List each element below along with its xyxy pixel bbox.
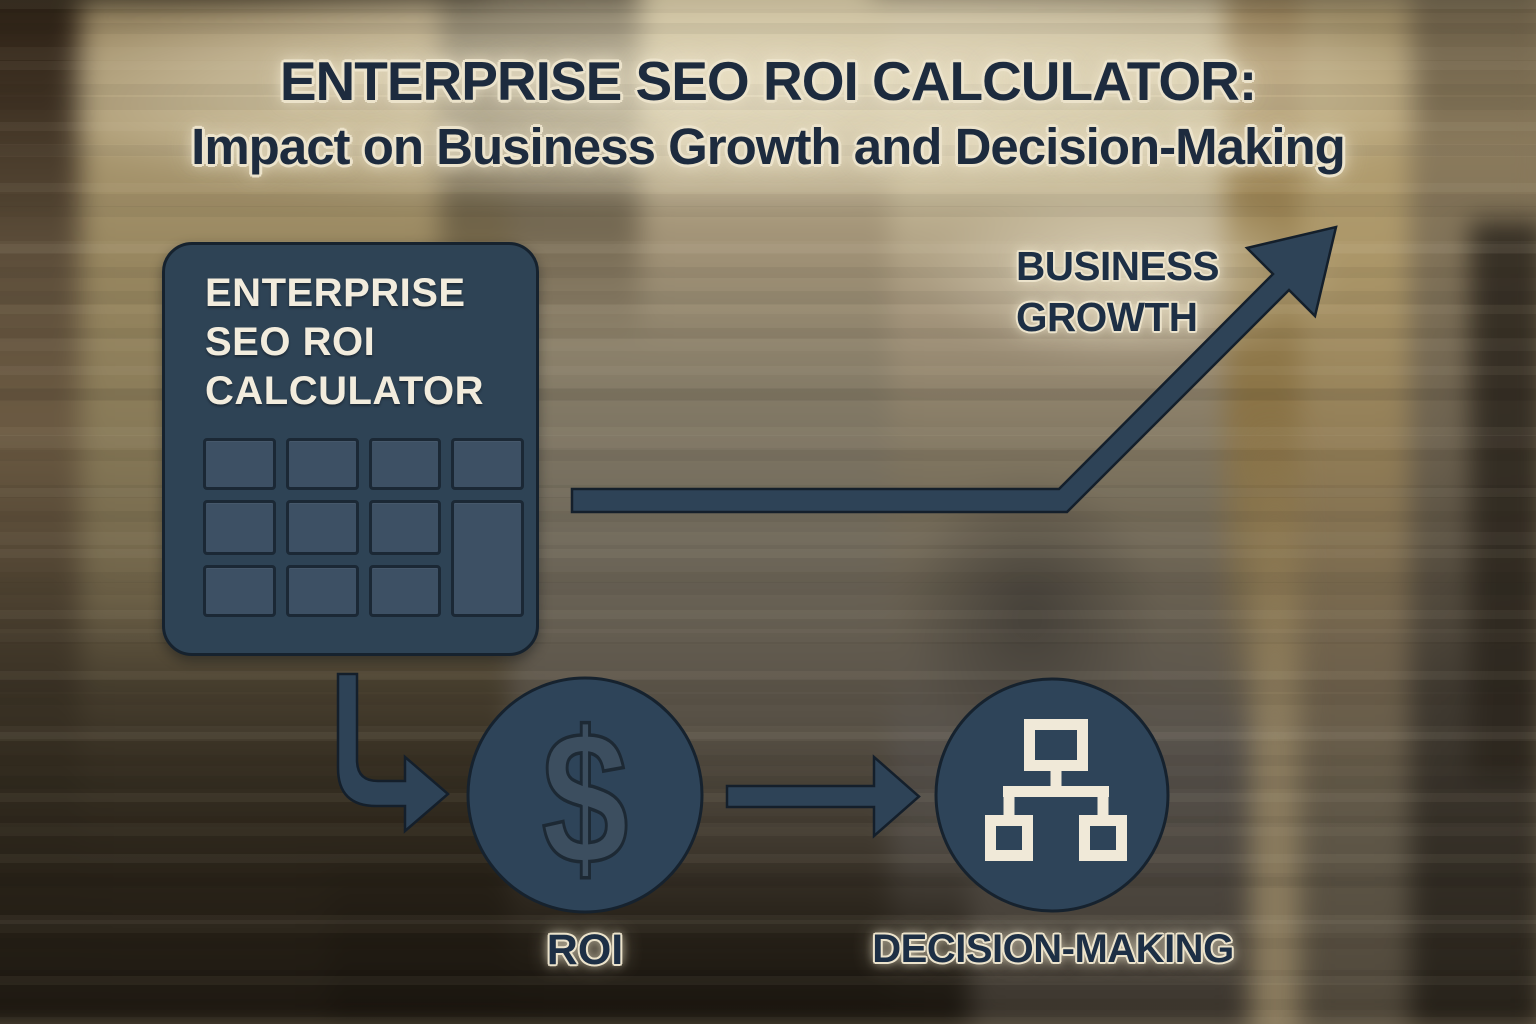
- org-chart-icon: [985, 719, 1127, 861]
- business-growth-line: BUSINESS: [1016, 243, 1220, 289]
- calculator-title: ENTERPRISE SEO ROI CALCULATOR: [205, 269, 484, 416]
- bg-glow: [920, 185, 1340, 365]
- calculator-key: [285, 564, 359, 617]
- bg-band: [1470, 220, 1536, 780]
- calculator-key: [203, 500, 276, 555]
- decision-making-label: DECISION-MAKING: [872, 927, 1234, 971]
- dollar-sign-icon: $: [542, 692, 629, 904]
- bg-glow: [70, 0, 1420, 205]
- business-growth-line: GROWTH: [1016, 294, 1198, 340]
- page-title: ENTERPRISE SEO ROI CALCULATOR:: [279, 50, 1257, 112]
- page-subtitle: Impact on Business Growth and Decision-M…: [191, 118, 1346, 175]
- roi-label: ROI: [546, 926, 624, 974]
- calculator-key: [203, 438, 276, 491]
- calculator-title-line: CALCULATOR: [205, 369, 485, 413]
- calculator-key: [451, 438, 524, 491]
- upward-trend-arrow-icon: [570, 225, 1338, 514]
- calculator-key: [368, 500, 442, 555]
- calculator-graphic: ENTERPRISE SEO ROI CALCULATOR: [162, 242, 539, 656]
- calculator-title-line: SEO ROI: [205, 320, 376, 364]
- roi-circle: [466, 676, 704, 914]
- calculator-key: [203, 564, 276, 617]
- business-growth-label: BUSINESS GROWTH: [1016, 241, 1220, 343]
- calculator-key: [368, 438, 442, 491]
- calculator-title-line: ENTERPRISE: [205, 271, 466, 315]
- calculator-key: [451, 500, 524, 617]
- calculator-keypad-icon: [203, 438, 524, 617]
- calculator-key: [368, 564, 442, 617]
- calculator-key: [285, 438, 359, 491]
- calculator-key: [285, 500, 359, 555]
- elbow-down-right-arrow-icon: [336, 672, 450, 834]
- right-arrow-icon: [725, 754, 921, 839]
